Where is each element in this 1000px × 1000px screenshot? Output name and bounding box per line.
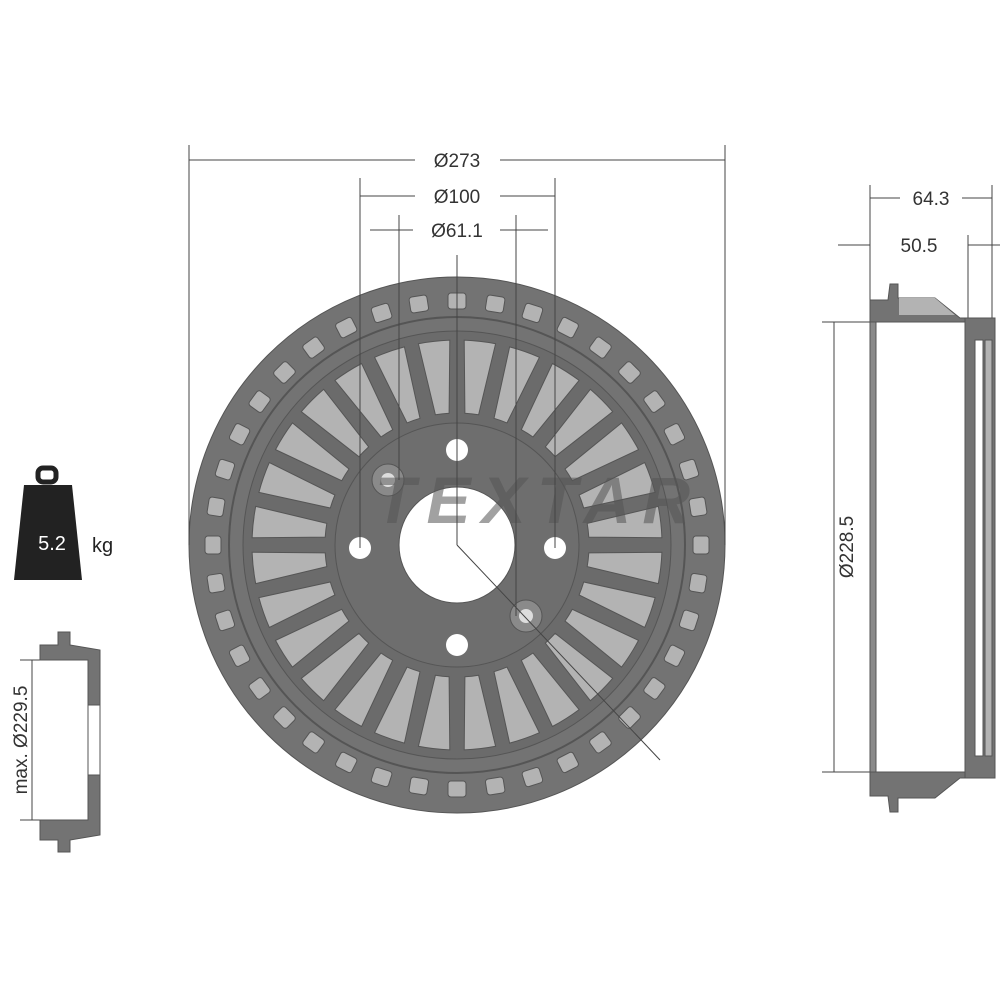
- spoke-window: [334, 652, 394, 728]
- outer-diameter-label: Ø273: [434, 151, 480, 172]
- cooling-tooth: [447, 780, 467, 798]
- spoke-window: [373, 346, 421, 424]
- cooling-tooth: [484, 294, 506, 314]
- cooling-tooth: [663, 423, 686, 446]
- spoke-window: [274, 608, 350, 668]
- cooling-tooth: [370, 766, 393, 788]
- cooling-tooth: [214, 609, 236, 632]
- cooling-tooth: [204, 535, 222, 555]
- cooling-tooth: [335, 751, 358, 774]
- cooling-tooth: [678, 458, 700, 481]
- cooling-tooth: [692, 535, 710, 555]
- spoke-window: [251, 551, 328, 585]
- cooling-tooth: [302, 731, 325, 754]
- cooling-tooth: [663, 644, 686, 667]
- cooling-tooth: [228, 423, 251, 446]
- spoke-window: [520, 362, 580, 438]
- spoke-window: [258, 581, 336, 629]
- spoke-window: [258, 461, 336, 509]
- cooling-tooth: [618, 361, 641, 384]
- cooling-tooth: [678, 609, 700, 632]
- cooling-tooth: [273, 361, 296, 384]
- spoke-window: [463, 339, 497, 416]
- spoke-window: [586, 505, 663, 539]
- cooling-tooth: [589, 731, 612, 754]
- cooling-tooth: [370, 302, 393, 324]
- cooling-tooth: [335, 316, 358, 339]
- screw-hole-inner: [381, 473, 395, 487]
- spoke-window: [586, 551, 663, 585]
- spoke-window: [463, 674, 497, 751]
- spoke-window: [564, 608, 640, 668]
- cooling-tooth: [643, 677, 666, 700]
- drum-profile-small: [39, 631, 101, 853]
- screw-hole-inner: [519, 609, 533, 623]
- cooling-tooth: [228, 644, 251, 667]
- cooling-tooth: [688, 496, 708, 518]
- weight-value: 5.2: [38, 533, 66, 555]
- cooling-tooth: [643, 390, 666, 413]
- cooling-tooth: [248, 677, 271, 700]
- leader-line: [456, 544, 661, 761]
- cooling-tooth: [408, 776, 430, 796]
- spoke-windows: [251, 339, 663, 751]
- cooling-tooth: [302, 336, 325, 359]
- spoke-window: [417, 339, 451, 416]
- cooling-teeth: [204, 292, 710, 798]
- cooling-tooth: [521, 766, 544, 788]
- max-diameter-label: max. Ø229.5: [11, 686, 32, 795]
- spoke-window: [520, 652, 580, 728]
- spoke-window: [251, 505, 328, 539]
- spoke-window: [373, 666, 421, 744]
- inner-height-label: 50.5: [901, 236, 938, 257]
- weight-unit: kg: [92, 535, 113, 557]
- spoke-window: [417, 674, 451, 751]
- cooling-tooth: [206, 496, 226, 518]
- spoke-window: [493, 346, 541, 424]
- drum-side-view: [869, 283, 996, 813]
- cooling-tooth: [589, 336, 612, 359]
- spoke-window: [564, 422, 640, 482]
- spoke-window: [300, 632, 370, 702]
- cooling-tooth: [521, 302, 544, 324]
- cooling-tooth: [618, 706, 641, 729]
- cooling-tooth: [408, 294, 430, 314]
- center-bore-label: Ø61.1: [431, 221, 483, 242]
- cooling-tooth: [206, 572, 226, 594]
- bolt-circle-label: Ø100: [434, 187, 480, 208]
- spoke-window: [544, 632, 614, 702]
- cooling-tooth: [248, 390, 271, 413]
- cooling-tooth: [556, 316, 579, 339]
- braking-diameter-label: Ø228.5: [837, 516, 858, 578]
- spoke-window: [334, 362, 394, 438]
- spoke-window: [578, 461, 656, 509]
- spoke-window: [578, 581, 656, 629]
- cooling-tooth: [556, 751, 579, 774]
- cooling-tooth: [484, 776, 506, 796]
- cooling-tooth: [214, 458, 236, 481]
- cooling-tooth: [688, 572, 708, 594]
- spoke-window: [493, 666, 541, 744]
- bolt-hole: [446, 634, 468, 656]
- spoke-window: [274, 422, 350, 482]
- dimension-lines: [20, 145, 1000, 821]
- weight-icon: [14, 465, 82, 580]
- total-height-label: 64.3: [913, 189, 950, 210]
- drum-front-view: TEXTAR: [188, 255, 726, 814]
- cooling-tooth: [273, 706, 296, 729]
